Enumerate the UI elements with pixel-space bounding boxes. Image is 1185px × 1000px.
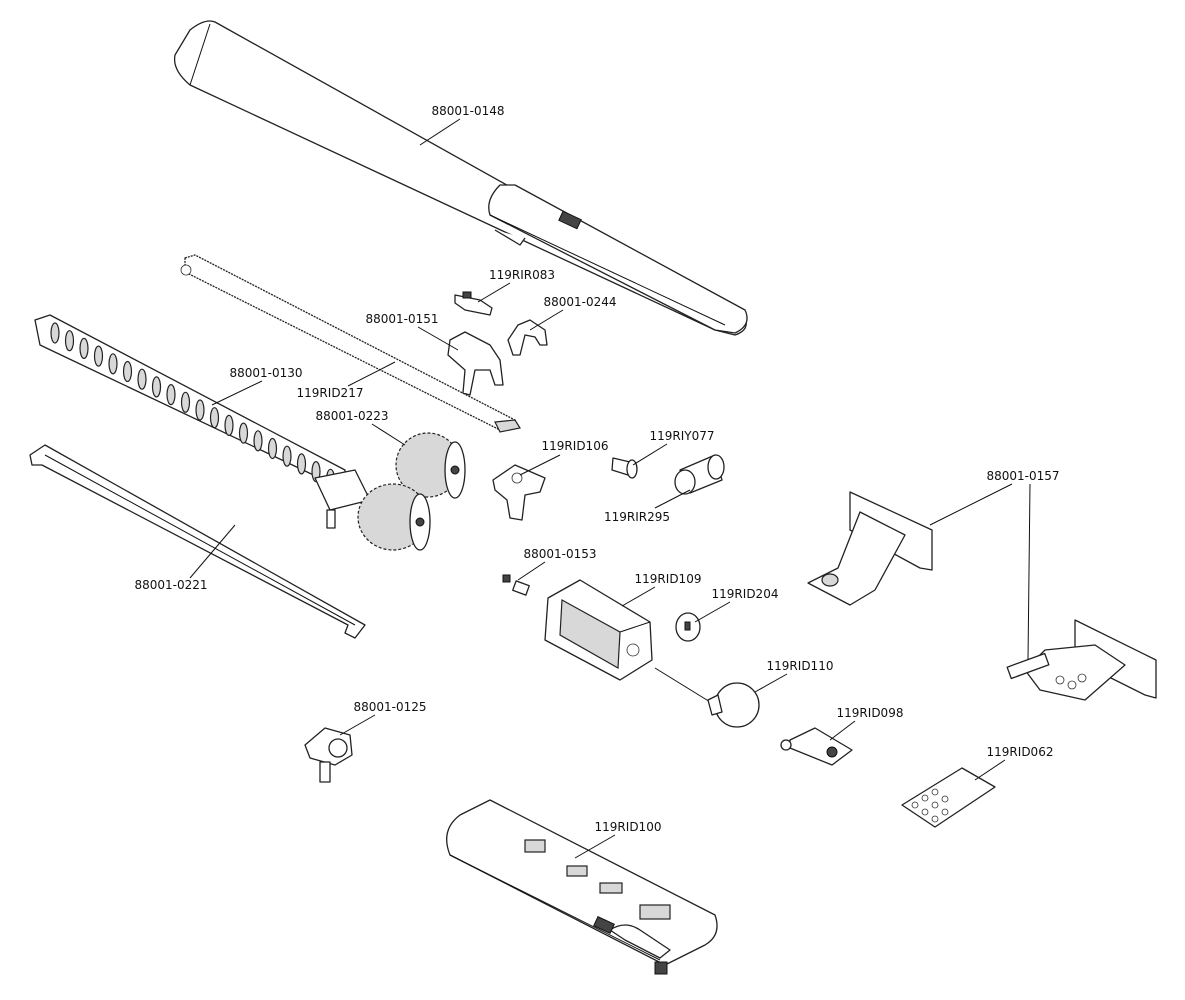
screw-ridge <box>151 376 162 398</box>
screw-ridge <box>137 368 147 390</box>
label-88001-0153: 88001-0153 <box>523 547 597 561</box>
label-88001-0151: 88001-0151 <box>365 312 439 326</box>
leader-88001-0125 <box>339 714 376 736</box>
screw-ridge <box>79 337 89 359</box>
leader-lines <box>189 118 1031 859</box>
screw-ridge <box>238 422 249 444</box>
leader-119RID110 <box>754 673 788 693</box>
part-88001-0125 <box>304 727 353 783</box>
part-rollers-88001-0223 <box>357 432 466 551</box>
leader-88001-0223 <box>371 423 406 446</box>
leader-119RID098 <box>829 720 856 741</box>
leader-88001-0157-b <box>1027 483 1031 661</box>
screw-ridge <box>50 322 60 344</box>
screw-ridge <box>282 445 292 467</box>
part-encoder-119RID110 <box>654 667 760 728</box>
leader-119RID204 <box>694 601 731 623</box>
label-88001-0223: 88001-0223 <box>315 409 389 423</box>
leader-119RID100 <box>574 834 616 859</box>
part-rack-119RID217 <box>180 254 521 433</box>
leader-119RID109 <box>621 586 656 607</box>
leader-88001-0221 <box>189 524 236 579</box>
label-119RID110: 119RID110 <box>766 659 834 673</box>
label-119RID062: 119RID062 <box>986 745 1054 759</box>
part-119RIY077 <box>611 457 638 479</box>
screw-ridge <box>267 437 278 460</box>
part-strip-88001-0221 <box>29 444 366 639</box>
label-119RID217: 119RID217 <box>296 386 364 400</box>
part-119RIR083 <box>454 291 493 316</box>
label-119RIR083: 119RIR083 <box>488 268 556 282</box>
label-119RIY077: 119RIY077 <box>649 429 715 443</box>
screw-ridge <box>64 330 75 352</box>
label-119RID106: 119RID106 <box>541 439 609 453</box>
leader-88001-0130 <box>211 380 263 406</box>
screw-ridge <box>195 399 205 421</box>
leader-88001-0244 <box>529 309 564 331</box>
part-washer-119RID204 <box>675 612 701 642</box>
leader-88001-0151 <box>417 326 459 351</box>
label-88001-0221: 88001-0221 <box>134 578 208 592</box>
leader-119RIY077 <box>632 443 668 466</box>
part-cover-88001-0148 <box>173 20 748 336</box>
screw-ridge <box>166 384 176 406</box>
leader-119RID217 <box>347 361 396 387</box>
label-119RID109: 119RID109 <box>634 572 702 586</box>
leader-119RIR295 <box>654 489 691 509</box>
part-119RID098 <box>780 727 853 766</box>
screw-ridge <box>224 414 234 436</box>
leader-88001-0153 <box>517 561 546 581</box>
part-bracket-88001-0157 <box>807 491 1157 701</box>
leader-88001-0148 <box>419 118 461 146</box>
part-motor-119RID109 <box>544 579 653 681</box>
label-88001-0148: 88001-0148 <box>431 104 505 118</box>
screw-ridge <box>108 353 118 375</box>
part-screw-88001-0130 <box>34 314 371 529</box>
label-119RID098: 119RID098 <box>836 706 904 720</box>
part-remote-119RID062 <box>901 767 996 828</box>
screw-ridge <box>253 430 263 452</box>
label-88001-0244: 88001-0244 <box>543 295 617 309</box>
part-119RID106 <box>492 464 546 521</box>
label-119RID204: 119RID204 <box>711 587 779 601</box>
screw-ridge <box>209 407 220 429</box>
leader-88001-0157-a <box>929 483 1013 526</box>
label-119RID100: 119RID100 <box>594 820 662 834</box>
label-88001-0157: 88001-0157 <box>986 469 1060 483</box>
part-clip-88001-0151 <box>447 331 504 396</box>
part-base-119RID100 <box>446 799 718 975</box>
label-119RIR295: 119RIR295 <box>603 510 671 524</box>
part-88001-0153 <box>502 574 530 596</box>
screw-ridge <box>122 360 133 383</box>
part-119RIR295 <box>674 454 725 495</box>
part-clip-88001-0244 <box>507 319 548 356</box>
leader-119RIR083 <box>477 282 511 303</box>
screw-ridge <box>180 391 191 413</box>
leader-119RID106 <box>519 454 561 476</box>
screw-ridge <box>93 345 104 367</box>
leader-119RID062 <box>974 759 1006 781</box>
label-88001-0130: 88001-0130 <box>229 366 303 380</box>
label-88001-0125: 88001-0125 <box>353 700 427 714</box>
screw-ridge <box>296 453 307 475</box>
